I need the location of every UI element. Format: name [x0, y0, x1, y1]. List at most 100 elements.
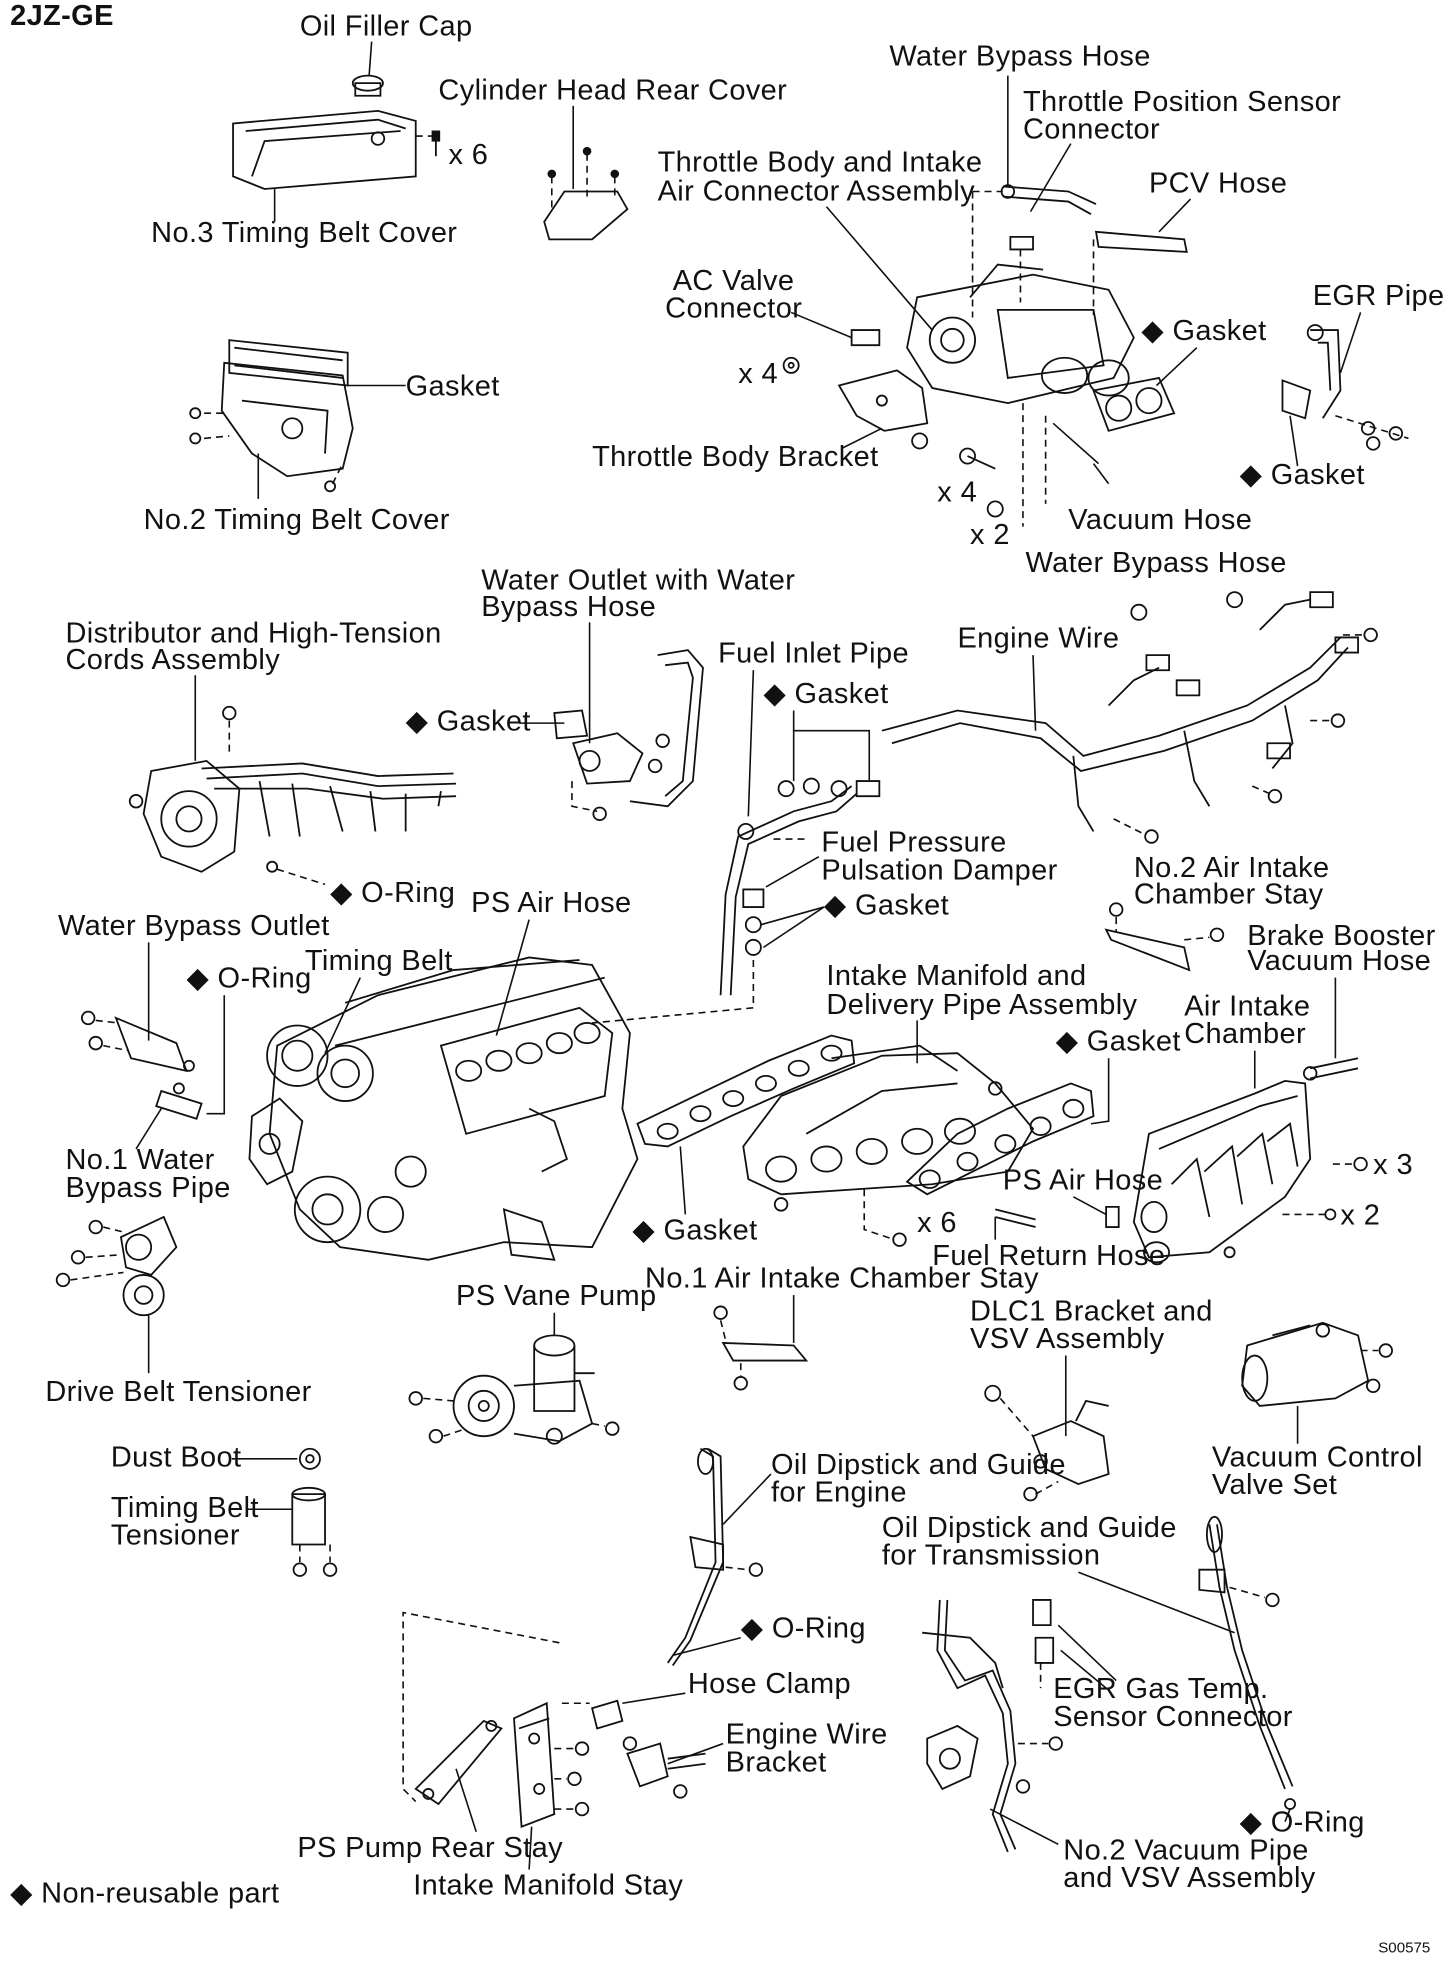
timing-cover-gasket: [229, 340, 347, 385]
label-throttle-body-1: Throttle Body and Intake: [658, 146, 983, 178]
label-gasket-timing: Gasket: [406, 371, 500, 403]
label-no2-vacuum-pipe-1: No.2 Vacuum Pipe: [1063, 1834, 1308, 1866]
head-ports: [456, 1023, 600, 1081]
legend-symbol: ◆: [10, 1877, 33, 1909]
label-ps-air-hose-mid: PS Air Hose: [1003, 1164, 1163, 1196]
label-ac-valve-1: AC Valve: [673, 265, 795, 297]
water-bypass-hose-top: [1002, 185, 1096, 214]
bolt-icon: [432, 131, 440, 156]
no2-air-intake-chamber-stay: [1106, 903, 1223, 970]
qty-x2-a: x 2: [970, 519, 1010, 551]
label-no1-water-bypass-2: Bypass Pipe: [66, 1172, 231, 1204]
label-egr-pipe: EGR Pipe: [1313, 280, 1445, 312]
label-o-ring-bypass: ◆ O-Ring: [186, 963, 311, 995]
label-fuel-inlet-pipe: Fuel Inlet Pipe: [718, 638, 909, 670]
label-oil-dipstick-trans-1: Oil Dipstick and Guide: [882, 1512, 1177, 1544]
drive-belt-tensioner: [57, 1217, 177, 1315]
dust-boot: [300, 1449, 320, 1469]
ps-pump-rear-stay: [416, 1721, 502, 1804]
water-outlet-gasket: [554, 711, 587, 739]
throttle-body-bracket: [839, 370, 927, 430]
label-fuel-pressure-1: Fuel Pressure: [821, 827, 1006, 859]
engine-wire-harness: [882, 592, 1377, 843]
label-o-ring-dipstick: ◆ O-Ring: [741, 1613, 866, 1645]
label-hose-clamp: Hose Clamp: [688, 1668, 851, 1700]
label-gasket-throttle: ◆ Gasket: [1141, 315, 1266, 347]
label-no2-timing-belt-cover: No.2 Timing Belt Cover: [144, 504, 450, 536]
label-o-ring-distributor: ◆ O-Ring: [330, 877, 455, 909]
label-water-outlet-1: Water Outlet with Water: [481, 565, 795, 597]
qty-x6-top: x 6: [448, 139, 488, 171]
oil-dipstick-engine: [668, 1449, 762, 1666]
label-ps-air-hose-top: PS Air Hose: [471, 887, 631, 919]
no2-vacuum-pipe-vsv: [922, 1600, 1062, 1852]
engine-code: 2JZ-GE: [10, 0, 114, 32]
label-brake-booster-2: Vacuum Hose: [1247, 945, 1431, 977]
legend-text: Non-reusable part: [41, 1877, 279, 1909]
engine-block: [249, 957, 637, 1259]
qty-x3: x 3: [1373, 1149, 1413, 1181]
label-no2-stay-2: Chamber Stay: [1134, 878, 1324, 910]
throttle-body-assembly: [907, 265, 1134, 404]
label-distributor-1: Distributor and High-Tension: [66, 617, 442, 649]
label-timing-belt-tensioner-2: Tensioner: [111, 1520, 240, 1552]
no2-timing-belt-cover: [222, 363, 353, 476]
timing-belt-tensioner: [292, 1488, 336, 1576]
ps-vane-pump: [409, 1335, 618, 1443]
water-outlet-with-hose: [573, 650, 703, 806]
intake-manifold-stay: [514, 1703, 588, 1826]
label-ac-valve-2: Connector: [665, 292, 802, 324]
label-intake-manifold-stay: Intake Manifold Stay: [413, 1870, 683, 1902]
ps-air-hose-mid: [1106, 1207, 1119, 1227]
label-timing-belt-tensioner-1: Timing Belt: [111, 1492, 259, 1524]
qty-x2-b: x 2: [1340, 1200, 1380, 1232]
qty-x4-a: x 4: [738, 358, 778, 390]
water-bypass-outlet: [82, 1012, 202, 1119]
no3-timing-belt-cover: [233, 111, 416, 189]
label-vacuum-hose: Vacuum Hose: [1068, 504, 1252, 536]
label-egr-sensor-1: EGR Gas Temp.: [1053, 1673, 1268, 1705]
air-intake-chamber: [1134, 1081, 1310, 1262]
label-drive-belt-tensioner: Drive Belt Tensioner: [45, 1376, 311, 1408]
label-no2-stay-1: No.2 Air Intake: [1134, 852, 1330, 884]
fuel-inlet-pipe: [721, 779, 880, 996]
label-vacuum-control-1: Vacuum Control: [1212, 1441, 1423, 1473]
figure-code: S00575: [1378, 1940, 1430, 1957]
bolt-group-x4: [912, 433, 1003, 516]
label-water-outlet-2: Bypass Hose: [481, 591, 656, 623]
label-engine-wire-bracket-2: Bracket: [726, 1746, 827, 1778]
brake-booster-vacuum-hose: [1304, 1058, 1358, 1079]
oil-dipstick-transmission: [1199, 1517, 1295, 1809]
label-ps-pump-rear-stay: PS Pump Rear Stay: [297, 1832, 563, 1864]
nut-icon: [784, 358, 799, 373]
label-egr-sensor-2: Sensor Connector: [1053, 1701, 1293, 1733]
label-gasket-egr: ◆ Gasket: [1240, 459, 1365, 491]
label-fuel-return-hose: Fuel Return Hose: [932, 1240, 1165, 1272]
label-water-bypass-hose-mid: Water Bypass Hose: [1025, 547, 1286, 579]
label-throttle-body-bracket: Throttle Body Bracket: [592, 441, 878, 473]
label-pcv-hose: PCV Hose: [1149, 168, 1287, 200]
label-no1-water-bypass-1: No.1 Water: [66, 1144, 215, 1176]
label-engine-wire-bracket-1: Engine Wire: [726, 1719, 888, 1751]
drawing: 2JZ-GE Oil Filler Cap x 6 No.3 Timing Be…: [10, 0, 1444, 1956]
hose-clamp: [592, 1701, 636, 1750]
label-ps-vane-pump: PS Vane Pump: [456, 1280, 656, 1312]
label-water-bypass-hose-top: Water Bypass Hose: [889, 41, 1150, 73]
manifold-gasket: [907, 1083, 1093, 1194]
label-throttle-body-2: Air Connector Assembly: [658, 175, 976, 207]
label-vacuum-control-2: Valve Set: [1212, 1469, 1337, 1501]
ac-valve-connector: [852, 330, 880, 345]
pcv-hose: [1096, 232, 1187, 252]
label-gasket-manifold: ◆ Gasket: [1056, 1026, 1181, 1058]
label-no1-stay: No.1 Air Intake Chamber Stay: [645, 1263, 1039, 1295]
label-o-ring-trans: ◆ O-Ring: [1240, 1807, 1365, 1839]
label-tps-1: Throttle Position Sensor: [1023, 86, 1341, 118]
dlc1-bracket-vsv: [985, 1386, 1108, 1501]
label-intake-manifold-1: Intake Manifold and: [826, 960, 1086, 992]
label-distributor-2: Cords Assembly: [66, 644, 281, 676]
distributor-assembly: [130, 707, 456, 872]
label-brake-booster-1: Brake Booster: [1247, 920, 1435, 952]
label-engine-wire: Engine Wire: [957, 623, 1119, 655]
label-oil-dipstick-engine-2: for Engine: [771, 1477, 907, 1509]
